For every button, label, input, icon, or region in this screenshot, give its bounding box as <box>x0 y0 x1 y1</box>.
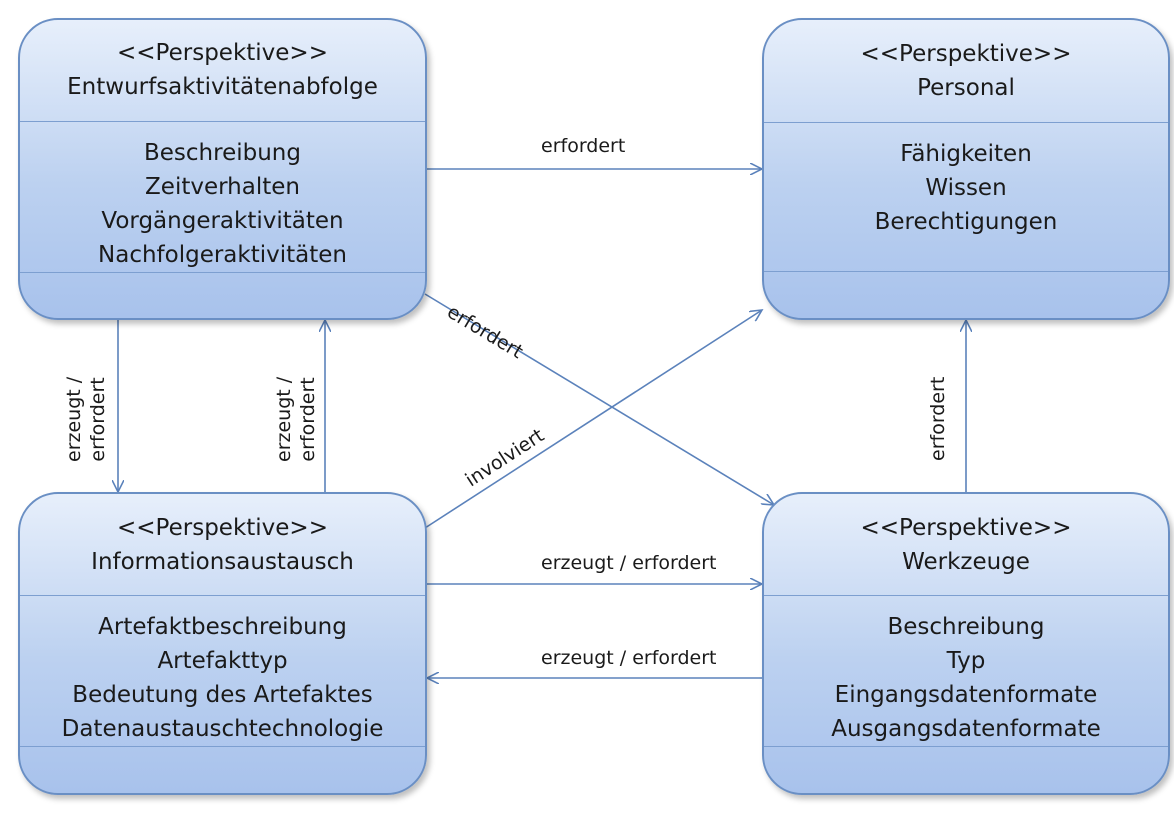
attribute-item: Berechtigungen <box>874 209 1058 235</box>
operations-compartment <box>20 747 425 793</box>
attribute-list: Beschreibung Zeitverhalten Vorgängerakti… <box>20 122 425 273</box>
attribute-list: Artefaktbeschreibung Artefakttyp Bedeutu… <box>20 596 425 748</box>
attribute-item: Ausgangsdatenformate <box>831 716 1101 743</box>
edge-label-entwurf-info: erzeugt / erfordert <box>62 377 110 462</box>
attribute-item: Nachfolgeraktivitäten <box>98 241 347 268</box>
attribute-item: Beschreibung <box>144 139 301 166</box>
box-header: <<Perspektive>> Entwurfsaktivitätenabfol… <box>20 20 425 122</box>
box-entwurfsaktivitaetenabfolge: <<Perspektive>> Entwurfsaktivitätenabfol… <box>18 18 427 320</box>
edge-label-line: erzeugt / <box>273 376 295 462</box>
attribute-item: Datenaustauschtechnologie <box>61 716 384 743</box>
stereotype-label: <<Perspektive>> <box>860 514 1072 541</box>
perspective-name: Werkzeuge <box>902 548 1030 575</box>
attribute-item: Beschreibung <box>887 614 1045 641</box>
arrow-entwurf-to-werkzeuge <box>424 293 774 505</box>
edge-label-line: erfordert <box>87 377 109 462</box>
edge-label-werkzeuge-personal: erfordert <box>927 376 949 461</box>
box-header: <<Perspektive>> Werkzeuge <box>764 494 1168 597</box>
attribute-item: Typ <box>946 648 986 675</box>
attribute-item: Wissen <box>925 175 1007 201</box>
perspective-name: Entwurfsaktivitätenabfolge <box>67 74 378 101</box>
box-werkzeuge: <<Perspektive>> Werkzeuge Beschreibung T… <box>762 492 1170 795</box>
operations-compartment <box>20 273 425 318</box>
edge-label-line: erfordert <box>297 377 319 462</box>
stereotype-label: <<Perspektive>> <box>117 514 328 541</box>
perspective-name: Personal <box>917 75 1015 101</box>
attribute-item: Artefaktbeschreibung <box>98 614 347 641</box>
box-informationsaustausch: <<Perspektive>> Informationsaustausch Ar… <box>18 492 427 795</box>
perspective-name: Informationsaustausch <box>91 548 354 575</box>
edge-label-info-entwurf: erzeugt / erfordert <box>272 377 320 462</box>
operations-compartment <box>764 272 1168 318</box>
stereotype-label: <<Perspektive>> <box>117 40 328 67</box>
attribute-list: Beschreibung Typ Eingangsdatenformate Au… <box>764 596 1168 748</box>
attribute-item: Eingangsdatenformate <box>834 682 1098 709</box>
edge-label-info-werkzeuge: erzeugt / erfordert <box>541 552 717 574</box>
box-header: <<Perspektive>> Informationsaustausch <box>20 494 425 597</box>
attribute-item: Bedeutung des Artefaktes <box>72 682 373 709</box>
attribute-item: Artefakttyp <box>157 648 288 675</box>
stereotype-label: <<Perspektive>> <box>860 41 1072 67</box>
edge-label-line: erzeugt / <box>63 376 85 462</box>
edge-label-entwurf-personal: erfordert <box>541 135 626 157</box>
operations-compartment <box>764 747 1168 793</box>
box-header: <<Perspektive>> Personal <box>764 20 1168 123</box>
edge-label-werkzeuge-info: erzeugt / erfordert <box>541 647 717 669</box>
attribute-item: Zeitverhalten <box>145 173 300 200</box>
attribute-item: Fähigkeiten <box>900 141 1032 167</box>
arrow-info-to-personal <box>424 310 762 529</box>
box-personal: <<Perspektive>> Personal Fähigkeiten Wis… <box>762 18 1170 320</box>
attribute-item: Vorgängeraktivitäten <box>101 207 344 234</box>
attribute-list: Fähigkeiten Wissen Berechtigungen <box>764 123 1168 272</box>
